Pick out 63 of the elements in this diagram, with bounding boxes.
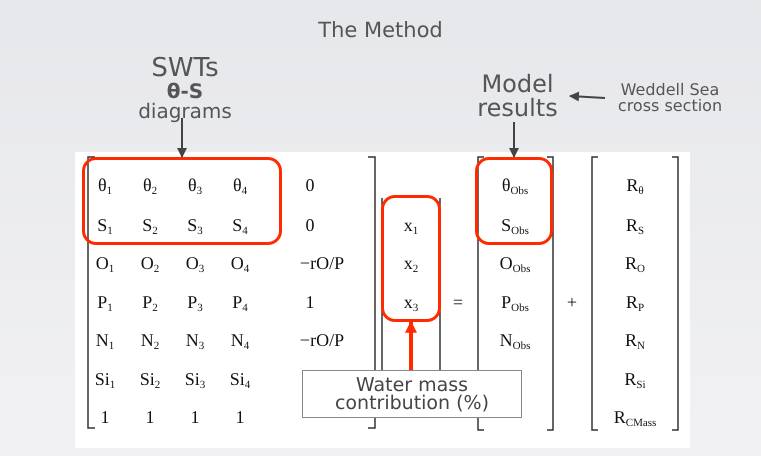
matrix-entry: 0 — [306, 216, 314, 234]
matrix-entry: O$_{3}$ — [186, 254, 204, 272]
arrow — [569, 92, 606, 102]
matrix-entry: R$_{Si}$ — [624, 370, 646, 388]
operator-sign: = — [452, 293, 464, 311]
matrix-entry: R$_{P}$ — [626, 293, 644, 311]
matrix-entry: Si$_{2}$ — [140, 370, 160, 388]
matrix-entry: P$_{3}$ — [187, 293, 203, 311]
matrix-entry: θ$_{2}$ — [142, 176, 158, 194]
matrix-entry: P$_{1}$ — [97, 293, 113, 311]
matrix-entry: O$_{2}$ — [140, 254, 160, 272]
matrix-entry: O$_{1}$ — [96, 254, 114, 272]
matrix-entry: 0 — [306, 176, 314, 194]
slide-title: The Method — [317, 20, 444, 41]
matrix-entry: N$_{Obs}$ — [500, 331, 530, 349]
matrix-entry: R$_{O}$ — [625, 254, 645, 272]
matrix-entry: S$_{2}$ — [142, 216, 158, 234]
matrix-entry: P$_{2}$ — [142, 293, 158, 311]
matrix-entry: 1 — [190, 408, 200, 426]
matrix-entry: Si$_{4}$ — [230, 370, 250, 388]
matrix-entry: θ$_{1}$ — [98, 176, 112, 194]
matrix-entry: R$_{CMass}$ — [614, 408, 656, 426]
highlight-box — [381, 195, 441, 322]
matrix-entry: N$_{3}$ — [186, 331, 204, 349]
matrix-entry: O$_{4}$ — [230, 254, 250, 272]
matrix-entry: P$_{Obs}$ — [501, 293, 529, 311]
matrix-entry: −rO/P — [300, 254, 344, 272]
matrix-entry: P$_{4}$ — [232, 293, 248, 311]
matrix-entry: R$_{θ}$ — [626, 176, 644, 194]
arrow — [405, 320, 417, 370]
matrix-entry: S$_{4}$ — [232, 216, 248, 234]
matrix-entry: Si$_{1}$ — [94, 370, 116, 388]
matrix-entry: S$_{3}$ — [187, 216, 203, 234]
matrix-entry: N$_{2}$ — [140, 331, 160, 349]
matrix-entry: Si$_{3}$ — [184, 370, 206, 388]
matrix-entry: 1 — [100, 408, 110, 426]
annotation-text: θ-S diagrams — [137, 81, 233, 121]
annotation-text: Weddell Sea cross section — [616, 82, 724, 114]
matrix-entry: N$_{1}$ — [96, 331, 114, 349]
matrix-entry: N$_{4}$ — [230, 331, 250, 349]
matrix-entry: x$_{3}$ — [404, 293, 418, 311]
matrix-entry: θ$_{3}$ — [188, 176, 202, 194]
matrix-entry: S$_{1}$ — [97, 216, 113, 234]
matrix-entry: S$_{Obs}$ — [501, 216, 529, 234]
matrix-entry: O$_{Obs}$ — [500, 254, 530, 272]
matrix-entry: 1 — [236, 408, 244, 426]
matrix-entry: x$_{1}$ — [404, 216, 418, 234]
arrow — [509, 122, 519, 158]
highlight-box — [82, 157, 282, 245]
matrix-entry: 1 — [306, 293, 314, 311]
matrix-entry: θ$_{Obs}$ — [502, 176, 528, 194]
matrix-entry: x$_{2}$ — [404, 254, 418, 272]
matrix-entry: −rO/P — [300, 331, 344, 349]
arrow — [177, 118, 187, 158]
highlight-box — [475, 157, 553, 245]
operator-sign: + — [566, 293, 578, 311]
matrix-entry: 1 — [146, 408, 154, 426]
matrix-entry: θ$_{4}$ — [232, 176, 248, 194]
matrix-entry: R$_{N}$ — [625, 331, 645, 349]
callout-box: Water mass contribution (%) — [302, 370, 522, 418]
matrix-entry: R$_{S}$ — [626, 216, 644, 234]
annotation-text: Model results — [476, 72, 559, 120]
annotation-text: SWTs — [151, 55, 219, 81]
